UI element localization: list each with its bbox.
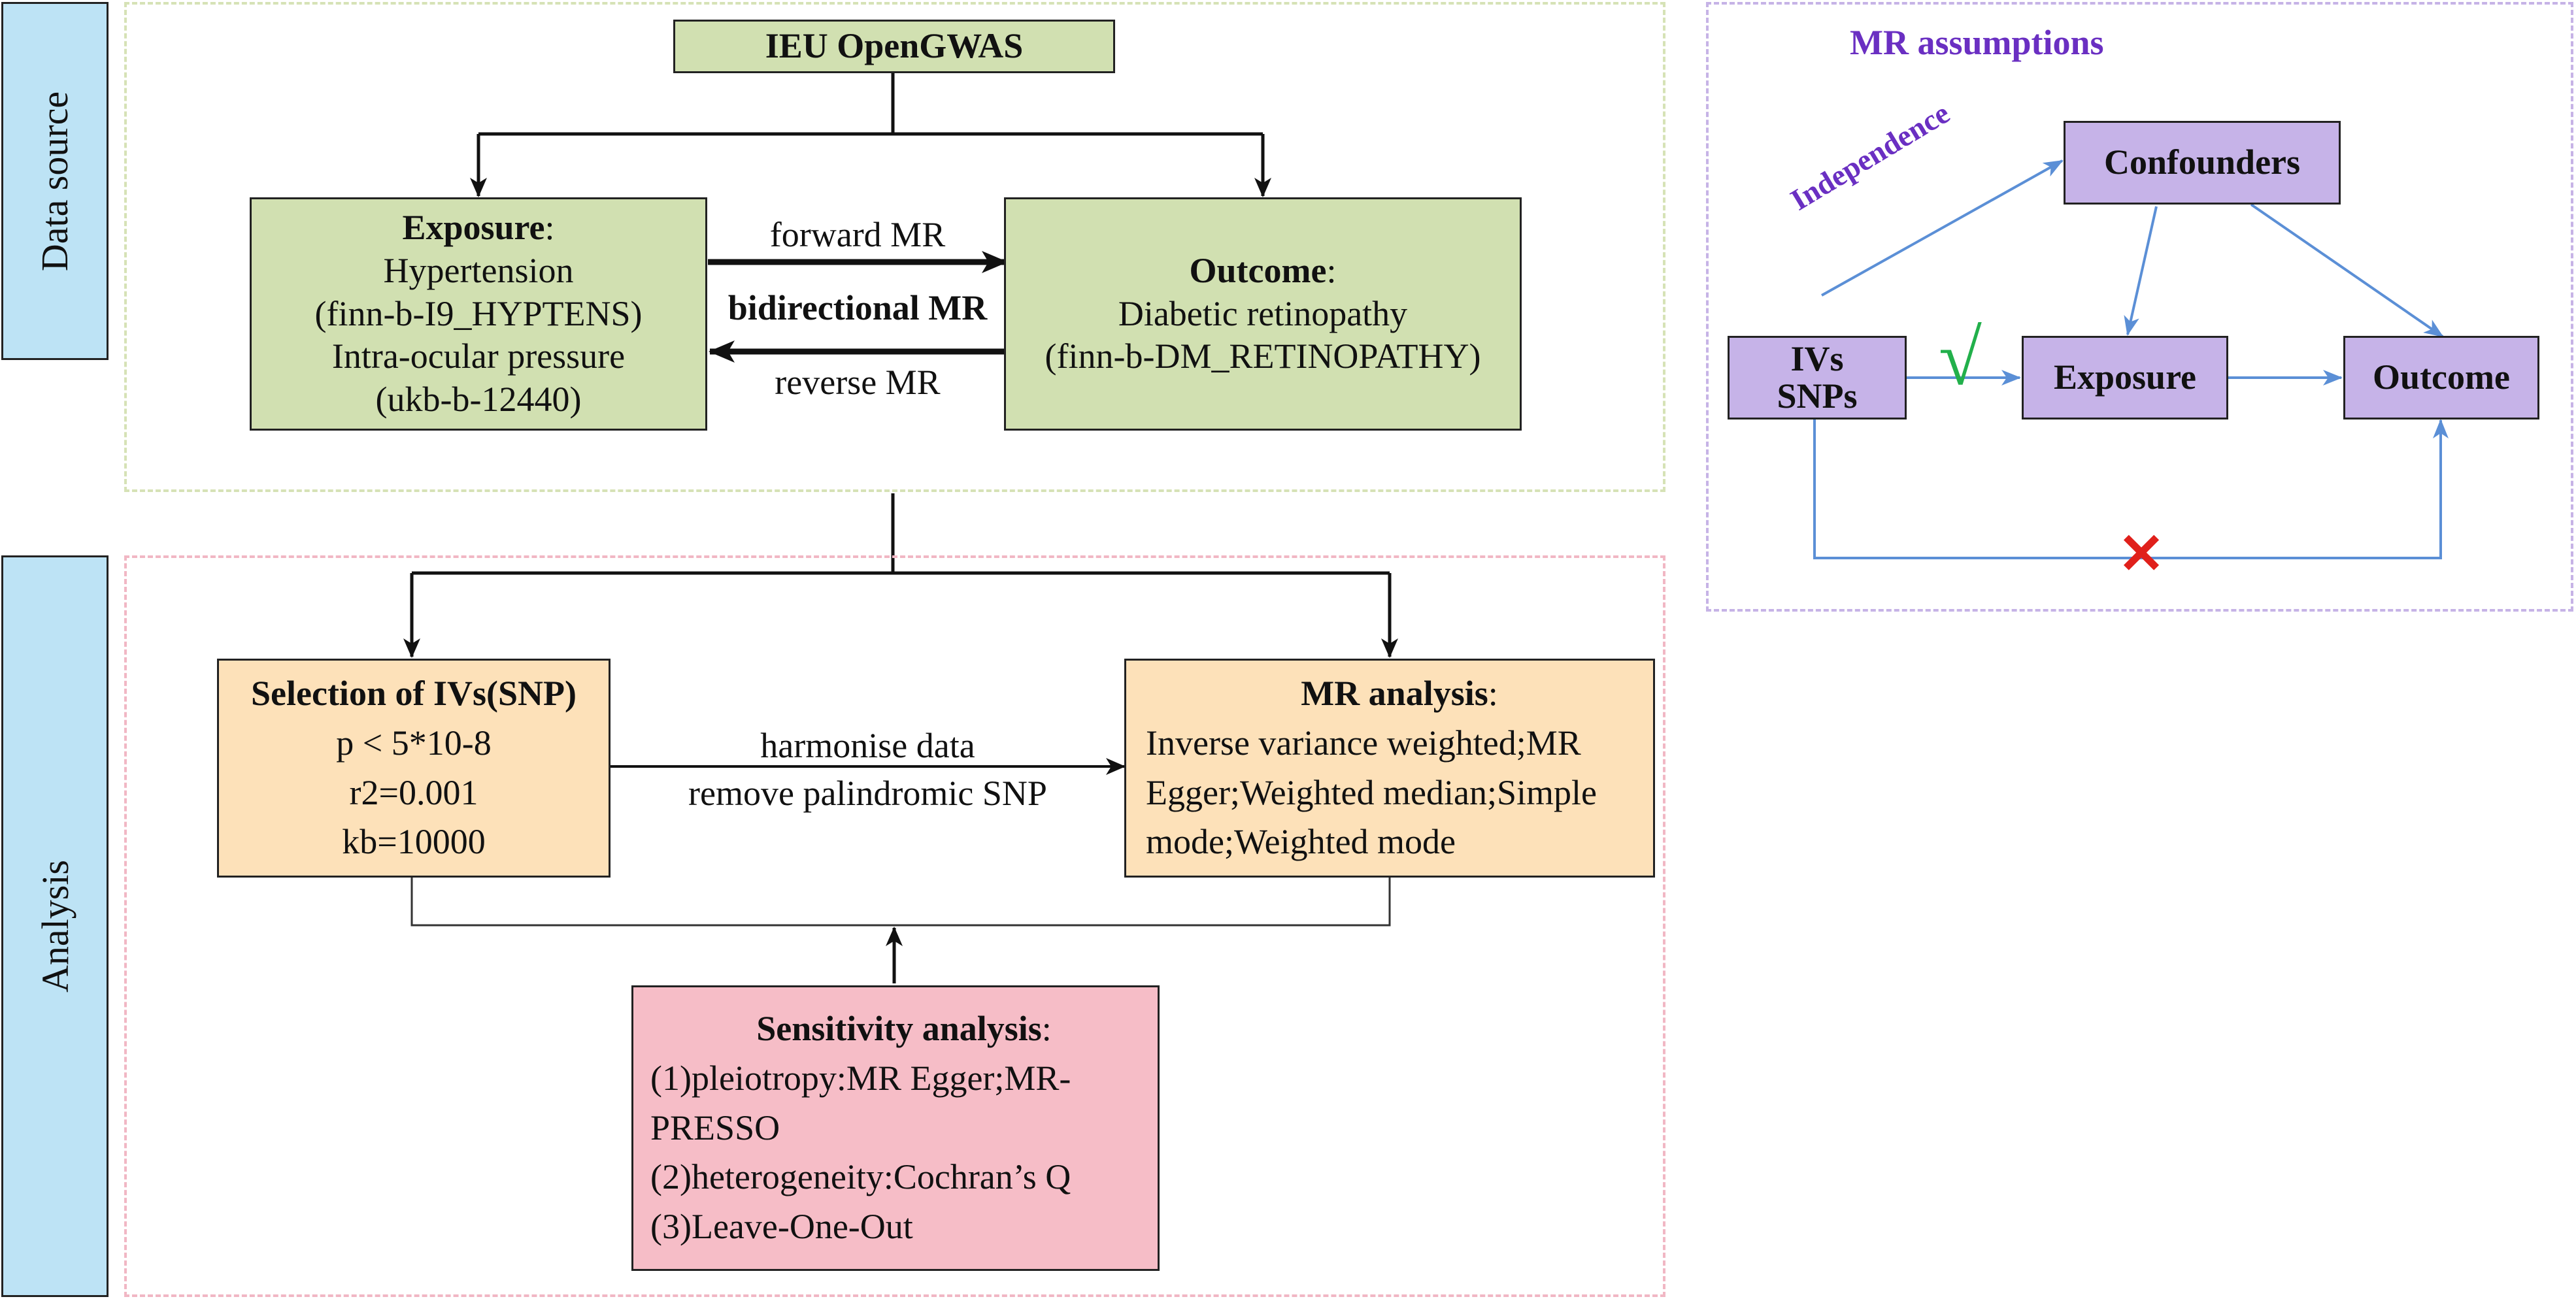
source-tree-lines <box>470 73 1271 197</box>
mr-assumptions-panel <box>1706 2 2573 612</box>
sensitivity-heading: Sensitivity analysis: <box>756 1008 1052 1051</box>
sensitivity-line: (2)heterogeneity:Cochran’s Q <box>650 1157 1071 1197</box>
outcome-node: Outcome <box>2343 336 2539 419</box>
exposure-heading-text: Exposure <box>402 207 545 247</box>
bidirectional-mr-label: bidirectional MR <box>728 288 988 327</box>
side-tab-data-source-label: Data source <box>33 91 76 271</box>
confounders-box: Confounders <box>2064 121 2341 205</box>
exposure-line: (finn-b-I9_HYPTENS) <box>314 293 643 333</box>
reverse-mr-label: reverse MR <box>775 363 941 402</box>
mr-assumptions-title: MR assumptions <box>1850 23 2104 62</box>
mr-analysis-heading: MR analysis: <box>1301 672 1498 715</box>
mr-analysis-line: mode;Weighted mode <box>1146 822 1456 862</box>
data-source-panel <box>124 2 1665 492</box>
palindromic-label: remove palindromic SNP <box>688 774 1047 813</box>
ivs-snps-box: IVs SNPs <box>1728 336 1907 419</box>
outcome-line: (finn-b-DM_RETINOPATHY) <box>1045 337 1481 376</box>
selection-line: kb=10000 <box>342 822 486 862</box>
selection-heading: Selection of IVs(SNP) <box>251 673 577 713</box>
analysis-panel <box>124 555 1665 1297</box>
outcome-heading-text: Outcome <box>1189 250 1327 290</box>
confounders-label: Confounders <box>2103 142 2301 182</box>
ieu-opengwas-label: IEU OpenGWAS <box>765 26 1024 66</box>
side-tab-data-source: Data source <box>1 2 109 360</box>
sensitivity-line: (1)pleiotropy:MR Egger;MR- <box>650 1058 1071 1098</box>
sensitivity-colon: : <box>1041 1008 1052 1048</box>
selection-box: Selection of IVs(SNP) p < 5*10-8 r2=0.00… <box>217 659 611 878</box>
mr-analysis-box: MR analysis: Inverse variance weighted;M… <box>1124 659 1655 878</box>
analysis-tree-lines <box>403 493 1398 775</box>
outcome-box: Outcome: Diabetic retinopathy (finn-b-DM… <box>1004 197 1522 431</box>
sensitivity-line: (3)Leave-One-Out <box>650 1207 913 1247</box>
harmonise-label: harmonise data <box>760 726 975 765</box>
exposure-line: (ukb-b-12440) <box>375 380 582 419</box>
assumption-arrows <box>1813 159 2449 559</box>
exposure-heading: Exposure: <box>402 206 554 250</box>
mr-analysis-line: Inverse variance weighted;MR <box>1146 723 1581 763</box>
outcome-line: Diabetic retinopathy <box>1118 293 1408 333</box>
exposure-line: Hypertension <box>383 250 574 290</box>
sensitivity-line: PRESSO <box>650 1108 780 1147</box>
sensitivity-heading-text: Sensitivity analysis <box>756 1008 1042 1048</box>
mr-analysis-line: Egger;Weighted median;Simple <box>1146 772 1597 812</box>
outcome-colon: : <box>1326 250 1337 290</box>
sensitivity-bracket <box>410 878 1391 983</box>
forward-mr-label: forward MR <box>769 215 946 254</box>
outcome-heading: Outcome: <box>1190 250 1337 293</box>
sensitivity-box: Sensitivity analysis: (1)pleiotropy:MR E… <box>631 985 1160 1271</box>
cross-icon: ✕ <box>2118 523 2166 585</box>
exposure-colon: : <box>544 207 555 247</box>
mr-analysis-heading-text: MR analysis <box>1301 673 1488 713</box>
outcome-node-label: Outcome <box>2373 357 2510 397</box>
selection-line: r2=0.001 <box>349 772 478 812</box>
side-tab-analysis: Analysis <box>1 555 109 1297</box>
snps-label: SNPs <box>1777 376 1858 416</box>
ieu-opengwas-box: IEU OpenGWAS <box>673 20 1115 73</box>
selection-line: p < 5*10-8 <box>336 723 492 763</box>
exposure-node-label: Exposure <box>2053 357 2197 397</box>
exposure-node: Exposure <box>2022 336 2228 419</box>
exposure-line: Intra-ocular pressure <box>331 337 626 376</box>
mr-analysis-colon: : <box>1488 673 1498 713</box>
ivs-label: IVs <box>1790 339 1844 379</box>
side-tab-analysis-label: Analysis <box>33 860 76 993</box>
exposure-box: Exposure: Hypertension (finn-b-I9_HYPTEN… <box>250 197 707 431</box>
bidirectional-arrows <box>708 251 1008 363</box>
check-icon: √ <box>1939 314 1982 401</box>
